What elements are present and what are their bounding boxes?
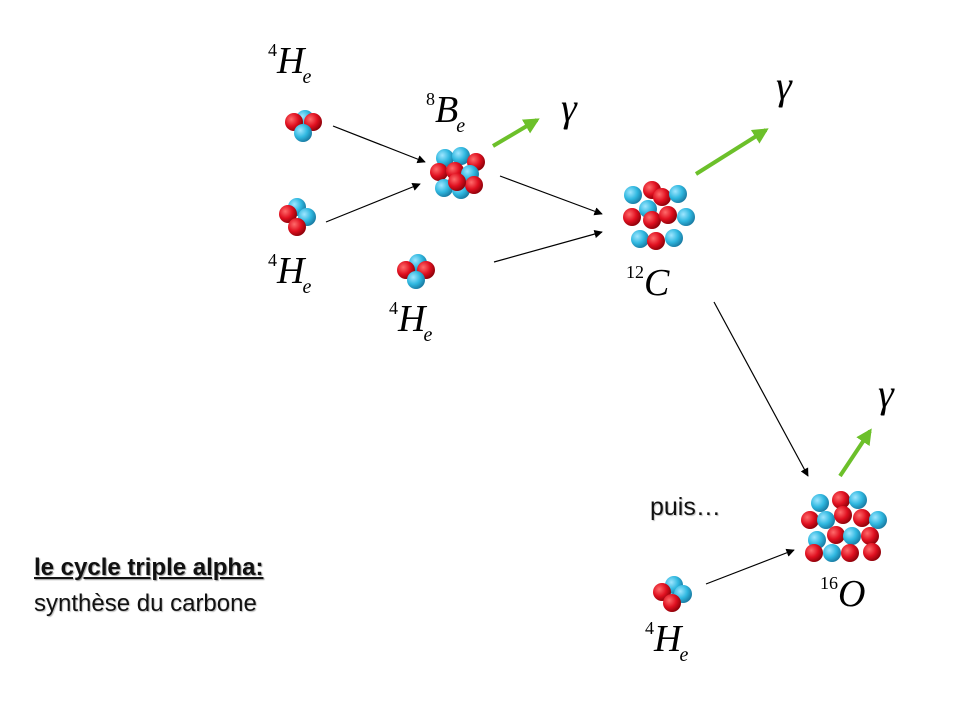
gamma-label-o: γ [878,371,894,416]
label-helium-fourth: 4He [645,618,689,666]
label-beryllium: 8Be [426,89,466,137]
label-oxygen: 16O [820,573,866,615]
arrow-c-to-o [713,301,809,477]
arrow-he3-to-c [493,229,603,263]
arrow-be-to-c [499,175,603,216]
carbon-nucleus [623,181,695,250]
gamma-label-c: γ [776,63,792,108]
gamma-label-be: γ [561,85,577,130]
label-helium-third: 4He [389,298,433,346]
beryllium-nucleus [430,147,485,199]
caption-subtitle: synthèse du carbone [34,590,257,617]
label-carbon: 12C [626,262,670,304]
helium-nucleus-1 [285,110,322,142]
label-helium-top: 4He [268,40,312,88]
gamma-arrows [491,118,872,478]
reaction-arrows [325,125,809,585]
arrow-he2-to-be [325,182,421,223]
label-helium-middle: 4He [268,250,312,298]
helium-nucleus-3 [397,254,435,289]
gamma-arrow-o [838,428,872,478]
caption-title: le cycle triple alpha: [34,554,264,581]
oxygen-nucleus [801,491,887,562]
helium-nucleus-4 [653,576,692,612]
arrow-he4-to-o [705,548,795,585]
arrow-he1-to-be [332,125,426,164]
gamma-arrow-be [491,118,540,148]
puis-text: puis… [650,493,721,521]
helium-nucleus-2 [279,198,316,236]
gamma-arrow-c [694,128,769,176]
